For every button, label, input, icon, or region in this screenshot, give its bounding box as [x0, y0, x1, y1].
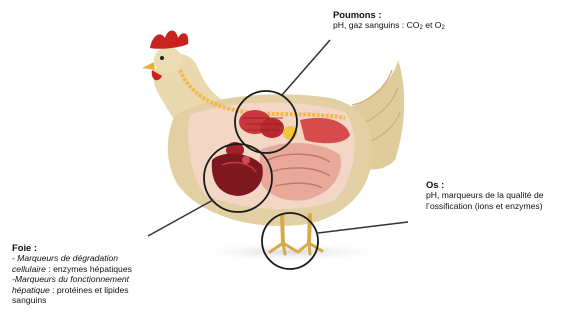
- poumons-title: Poumons :: [333, 10, 445, 20]
- foie-l2-rest: : enzymes hépatiques: [46, 264, 132, 274]
- os-line-2: l’ossification (ions et enzymes): [426, 201, 544, 211]
- foie-title: Foie :: [12, 243, 132, 253]
- ground-shadow: [185, 242, 395, 262]
- poumons-desc: pH, gaz sanguins : CO2 et O2: [333, 20, 445, 30]
- poumons-sub-2: 2: [441, 25, 444, 31]
- eye: [160, 56, 164, 60]
- foie-l1-italic: Marqueurs de dégradation: [17, 253, 118, 263]
- poumons-label: Poumons : pH, gaz sanguins : CO2 et O2: [333, 10, 445, 31]
- poumons-text-a: pH, gaz sanguins : CO: [333, 20, 419, 30]
- foie-line-4: hépatique : protéines et lipides: [12, 285, 132, 295]
- foie-l3-italic: -Marqueurs du fonctionnement: [12, 274, 129, 284]
- liver-pointer-line: [148, 200, 213, 236]
- foie-line-3: -Marqueurs du fonctionnement: [12, 274, 132, 284]
- beak: [142, 62, 155, 70]
- os-pointer-line: [318, 222, 408, 233]
- foie-l4-italic: hépatique: [12, 285, 50, 295]
- foie-line-2: cellulaire : enzymes hépatiques: [12, 264, 132, 274]
- poumons-text-b: et O: [423, 20, 442, 30]
- comb: [150, 31, 188, 49]
- lungs-pointer-line: [282, 40, 330, 95]
- foie-line-5: sanguins: [12, 295, 132, 305]
- foie-label: Foie : - Marqueurs de dégradation cellul…: [12, 243, 132, 305]
- os-title: Os :: [426, 180, 544, 190]
- foie-l4-rest: : protéines et lipides: [50, 285, 129, 295]
- foie-l2-italic: cellulaire: [12, 264, 46, 274]
- os-line-1: pH, marqueurs de la qualité de: [426, 190, 544, 200]
- foie-line-1: - Marqueurs de dégradation: [12, 253, 132, 263]
- os-label: Os : pH, marqueurs de la qualité de l’os…: [426, 180, 544, 211]
